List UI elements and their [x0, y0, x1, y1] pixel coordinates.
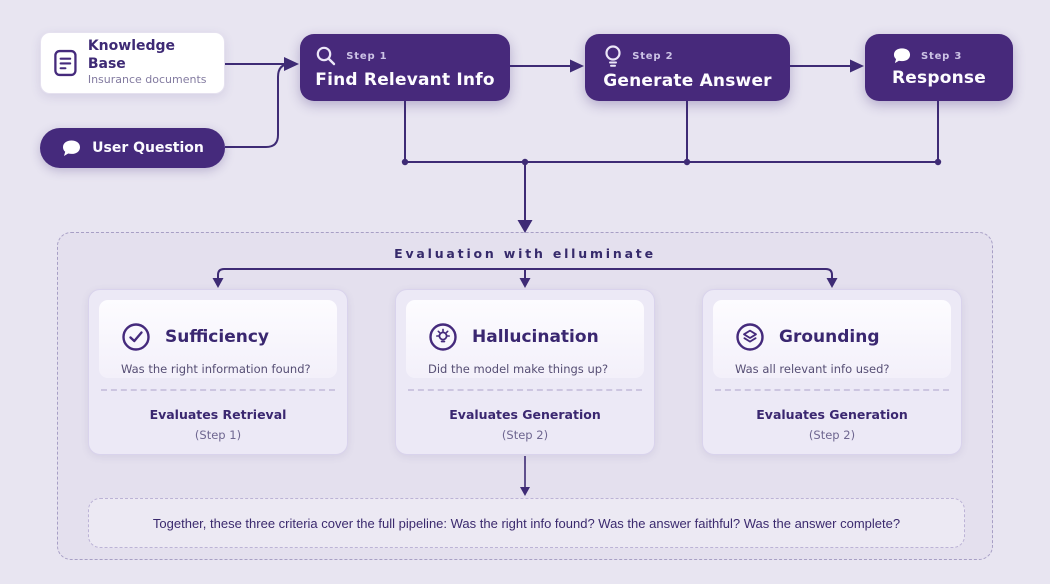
idea-bulb-circle-icon	[429, 323, 457, 351]
speech-bubble-icon	[893, 48, 911, 64]
criterion-card-sufficiency: Sufficiency Was the right information fo…	[88, 289, 348, 455]
evaluation-title: Evaluation with elluminate	[394, 246, 656, 261]
speech-bubble-icon	[63, 140, 81, 156]
knowledge-base-subtitle: Insurance documents	[87, 73, 207, 87]
step-label: Step 3	[921, 50, 963, 62]
layers-circle-icon	[736, 323, 764, 351]
step-title: Find Relevant Info	[315, 70, 495, 90]
user-question-pill: User Question	[40, 128, 225, 168]
criterion-title: Hallucination	[472, 327, 599, 347]
criterion-question: Did the model make things up?	[428, 362, 609, 376]
step-title: Response	[892, 68, 986, 88]
knowledge-base-card: Knowledge Base Insurance documents	[40, 32, 225, 94]
dashed-divider	[408, 389, 642, 391]
criterion-card-grounding: Grounding Was all relevant info used? Ev…	[702, 289, 962, 455]
criterion-step-ref: (Step 1)	[194, 428, 242, 442]
criterion-panel: Hallucination Did the model make things …	[406, 300, 644, 378]
criterion-question: Was the right information found?	[121, 362, 311, 376]
criterion-evaluates: Evaluates Retrieval	[149, 407, 287, 422]
criterion-panel: Sufficiency Was the right information fo…	[99, 300, 337, 378]
step-2-generate-answer: Step 2 Generate Answer	[585, 34, 790, 101]
dashed-divider	[715, 389, 949, 391]
user-question-label: User Question	[92, 140, 204, 156]
criterion-card-hallucination: Hallucination Did the model make things …	[395, 289, 655, 455]
criterion-evaluates: Evaluates Generation	[449, 407, 601, 422]
step-label: Step 2	[632, 50, 674, 62]
document-icon	[54, 49, 77, 77]
criterion-step-ref: (Step 2)	[501, 428, 549, 442]
lightbulb-icon	[605, 45, 621, 67]
criterion-title: Grounding	[779, 327, 880, 347]
magnifier-icon	[316, 46, 336, 66]
dashed-divider	[101, 389, 335, 391]
step-title: Generate Answer	[603, 71, 772, 91]
knowledge-base-title: Knowledge Base	[87, 38, 176, 72]
step-1-find-relevant-info: Step 1 Find Relevant Info	[300, 34, 510, 101]
criterion-evaluates: Evaluates Generation	[756, 407, 908, 422]
criterion-title: Sufficiency	[165, 327, 270, 347]
check-circle-icon	[122, 323, 150, 351]
criterion-question: Was all relevant info used?	[735, 362, 890, 376]
summary-text: Together, these three criteria cover the…	[152, 515, 901, 531]
step-3-response: Step 3 Response	[865, 34, 1013, 101]
step-label: Step 1	[346, 50, 388, 62]
criterion-step-ref: (Step 2)	[808, 428, 856, 442]
criterion-panel: Grounding Was all relevant info used?	[713, 300, 951, 378]
summary-box: Together, these three criteria cover the…	[88, 498, 965, 548]
